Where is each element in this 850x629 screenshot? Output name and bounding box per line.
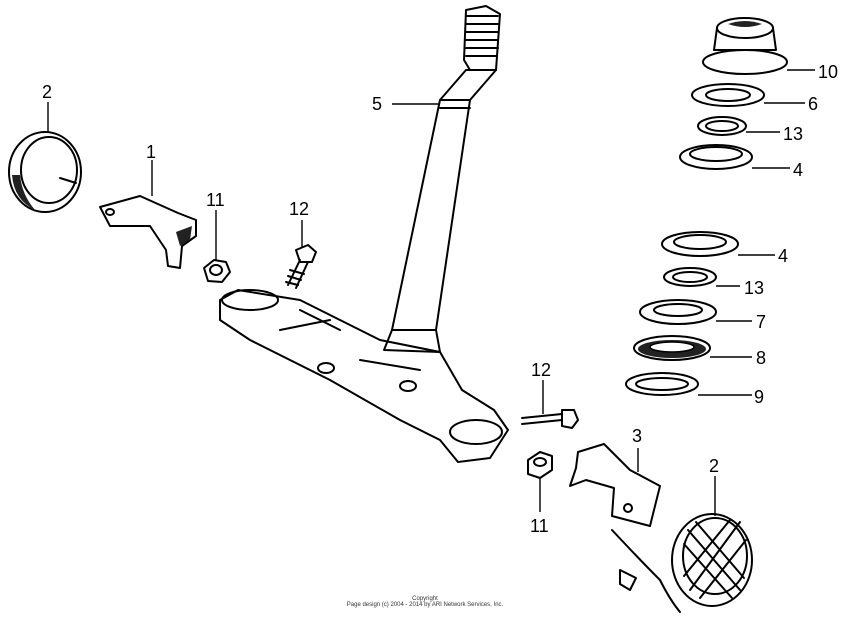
bolt-right [521,409,579,429]
steel-balls-upper [697,116,747,136]
reflector-right [671,513,753,607]
dust-seal [633,335,711,361]
reflector-left [8,131,82,213]
callout-2-left: 2 [42,82,52,102]
callout-11-left: 11 [206,190,225,210]
callout-labels: 1 2 2 3 4 4 5 6 7 8 9 10 11 11 12 12 13 … [42,62,838,536]
callout-2-right: 2 [709,456,719,476]
callout-13-lower: 13 [744,278,764,298]
steering-nut [702,17,788,75]
callout-8: 8 [756,348,766,368]
steering-stem [219,5,509,463]
callout-10: 10 [818,62,838,82]
nut-right [527,451,553,479]
copyright-line: Page design (c) 2004 - 2014 by ARI Netwo… [346,602,504,608]
callout-12-left: 12 [289,199,309,219]
callout-6: 6 [808,94,818,114]
callout-1: 1 [146,142,156,162]
leader-lines [47,69,815,516]
ball-race-lower [661,231,739,257]
callout-4-lower: 4 [778,246,788,266]
callout-7: 7 [756,312,766,332]
bolt-left [285,244,317,289]
ball-race-upper [679,144,753,170]
bracket-left [99,195,197,269]
bracket-right [569,443,681,613]
nut-left [203,259,231,283]
callout-3: 3 [632,426,642,446]
callout-9: 9 [754,387,764,407]
callout-13-upper: 13 [783,124,803,144]
steel-balls-lower [663,267,717,287]
copyright-title: Copyright [412,596,438,602]
callout-4-upper: 4 [793,160,803,180]
dust-seal-washer [625,372,699,396]
top-cone-race [691,83,765,107]
bottom-cone-race [639,299,717,325]
callout-12-right: 12 [531,360,551,380]
callout-5: 5 [372,94,382,114]
callout-11-right: 11 [530,516,549,536]
